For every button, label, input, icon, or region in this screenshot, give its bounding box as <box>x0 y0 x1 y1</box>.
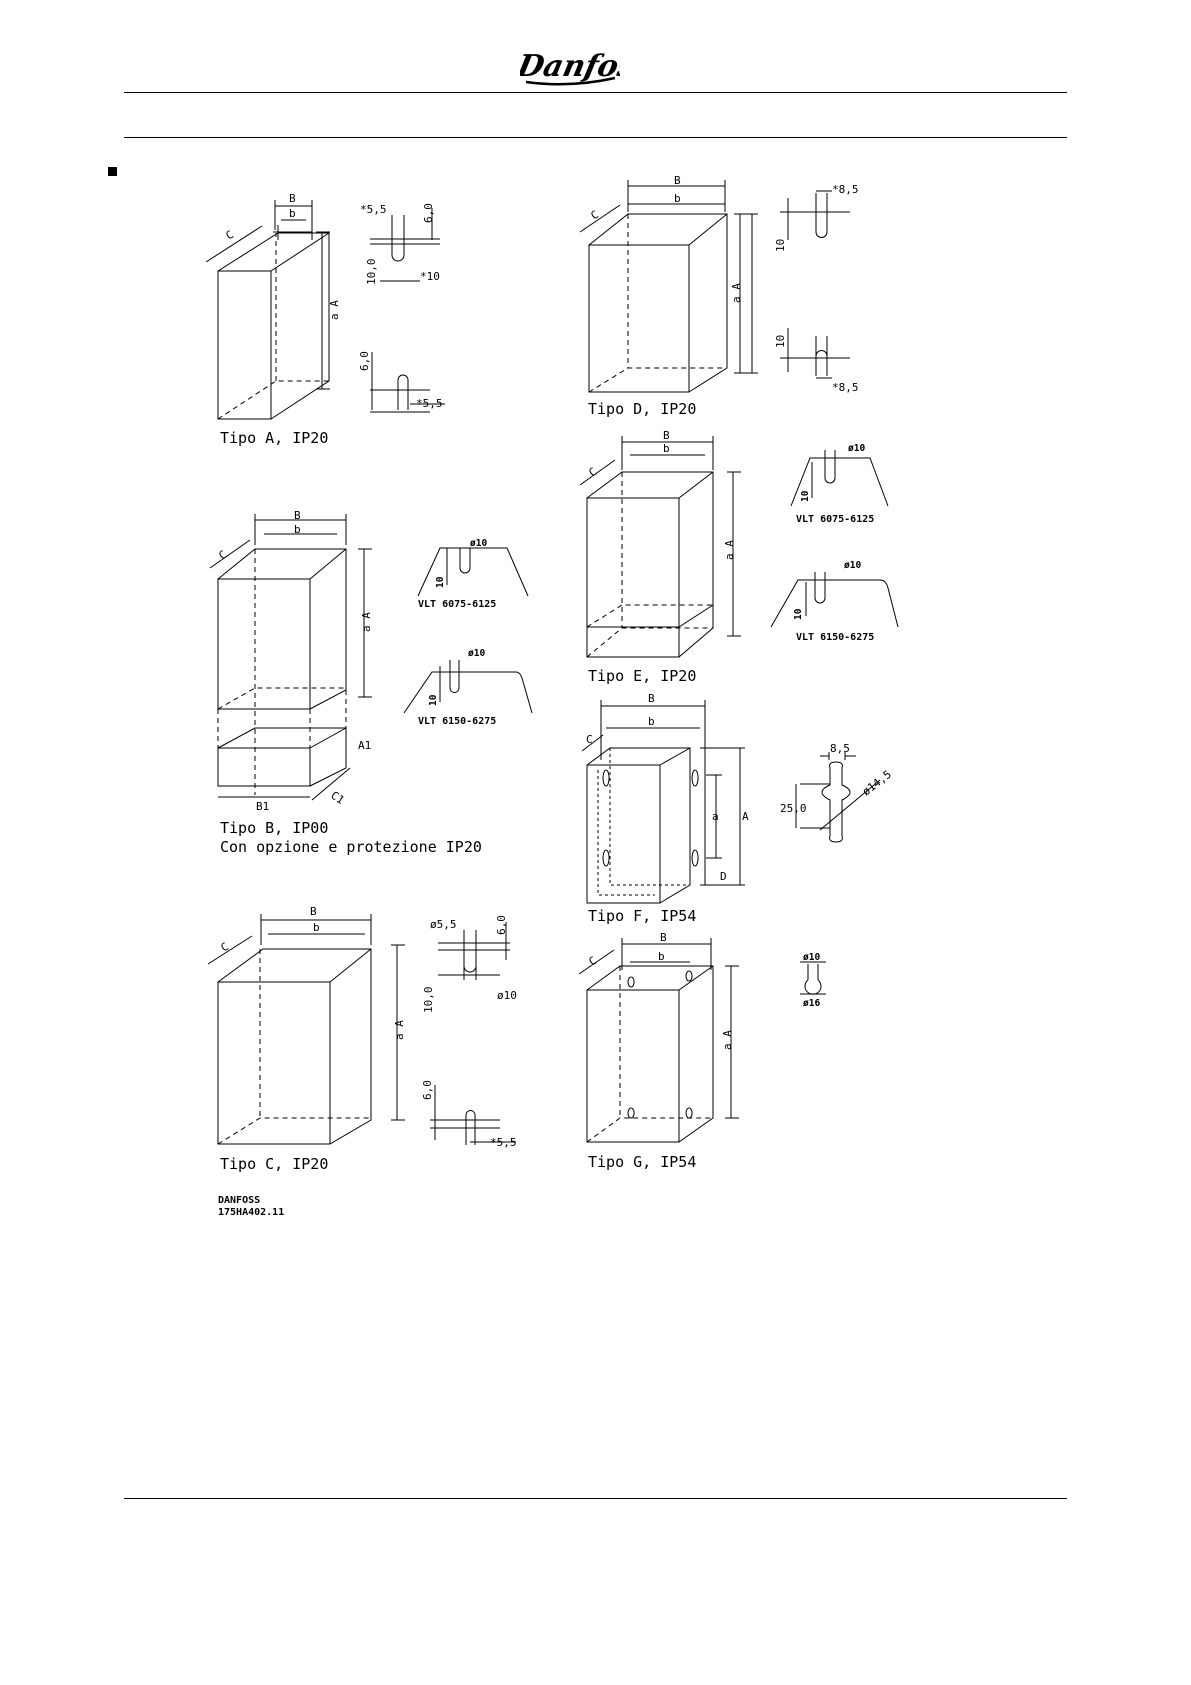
dim-b: b <box>313 921 320 934</box>
dim-a: a <box>712 810 719 823</box>
dim-a6: *5,5 <box>416 397 443 410</box>
dim-a2: 6,0 <box>422 203 435 223</box>
logo-text: Danfoss <box>520 49 620 84</box>
dim-B: B <box>663 429 670 442</box>
detail2-dia: ø10 <box>468 648 485 659</box>
detail1-dia: ø10 <box>470 538 487 549</box>
caption-tipo-b-2: Con opzione e protezione IP20 <box>220 838 482 856</box>
dim-c4: ø10 <box>497 989 517 1002</box>
detail2-label: VLT 6150-6275 <box>796 632 874 643</box>
danfoss-logo: Danfoss <box>520 49 620 86</box>
detail1-h: 10 <box>800 490 811 502</box>
dim-b: b <box>648 715 655 728</box>
detail1-label: VLT 6075-6125 <box>418 599 496 610</box>
caption-tipo-a: Tipo A, IP20 <box>220 429 328 447</box>
dim-B: B <box>310 905 317 918</box>
dim-b: b <box>658 950 665 963</box>
dim-aA: a A <box>721 1030 734 1050</box>
dim-b: b <box>674 192 681 205</box>
header-rule-bottom <box>124 137 1067 138</box>
dim-aA: a A <box>328 300 341 320</box>
detail2-h: 10 <box>793 608 804 620</box>
caption-tipo-d: Tipo D, IP20 <box>588 400 696 418</box>
dim-a5: 6,0 <box>358 351 371 371</box>
drawing-tipo-e: B b C a A ø10 10 VLT 6075-6125 ø10 10 VL… <box>579 429 899 685</box>
reference-line-1: DANFOSS <box>218 1195 260 1206</box>
dim-aA: a A <box>723 540 736 560</box>
dim-B: B <box>648 692 655 705</box>
caption-tipo-c: Tipo C, IP20 <box>220 1155 328 1173</box>
detail1-h: 10 <box>435 576 446 588</box>
dim-aA: a A <box>360 612 373 632</box>
drawing-tipo-a: B b C a A *5,5 6,0 10,0 *10 6,0 *5,5 Tip… <box>205 192 445 447</box>
dim-g2: ø16 <box>803 998 820 1009</box>
reference-line-2: 175HA402.11 <box>218 1207 284 1218</box>
dim-c6: *5,5 <box>490 1136 517 1149</box>
dim-f1: 8,5 <box>830 742 850 755</box>
drawing-tipo-g: B b C a A ø10 ø16 Tipo G, IP54 <box>578 931 826 1171</box>
caption-tipo-f: Tipo F, IP54 <box>588 907 696 925</box>
dim-B: B <box>660 931 667 944</box>
dim-A1: A1 <box>358 739 371 752</box>
caption-tipo-b: Tipo B, IP00 <box>220 819 328 837</box>
drawing-tipo-c: B b C a A ø5,5 6,0 10,0 ø10 6,0 *5,5 Tip… <box>207 905 517 1173</box>
header-rule-top <box>124 92 1067 93</box>
dim-c1: ø5,5 <box>430 918 457 931</box>
caption-tipo-e: Tipo E, IP20 <box>588 667 696 685</box>
dim-B: B <box>294 509 301 522</box>
dim-D: D <box>720 870 727 883</box>
dim-aA: a A <box>730 283 743 303</box>
dim-C: C <box>218 940 231 954</box>
dim-C: C <box>216 548 229 562</box>
dim-B: B <box>289 192 296 205</box>
caption-tipo-g: Tipo G, IP54 <box>588 1153 696 1171</box>
dim-d4: *8,5 <box>832 381 859 394</box>
dim-a3: 10,0 <box>365 259 378 286</box>
dim-b: b <box>663 442 670 455</box>
dim-c5: 6,0 <box>421 1080 434 1100</box>
drawing-tipo-f: B b C a A D 8,5 25,0 ø14,5 Tipo F, IP54 <box>581 692 894 925</box>
dim-d2: 10 <box>774 239 787 252</box>
dim-aA: a A <box>393 1020 406 1040</box>
drawing-tipo-b: B b C a A A1 B1 C1 ø10 10 VLT 6075-6125 … <box>209 509 533 856</box>
dim-c3: 10,0 <box>422 987 435 1014</box>
detail1-label: VLT 6075-6125 <box>796 514 874 525</box>
detail2-dia: ø10 <box>844 560 861 571</box>
section-bullet <box>108 167 117 176</box>
dim-B1: B1 <box>256 800 269 813</box>
drawing-tipo-d: B b C a A *8,5 10 10 *8,5 Tipo D, IP20 <box>579 174 859 418</box>
dim-C: C <box>586 733 593 746</box>
dim-A: A <box>742 810 749 823</box>
dim-a1: *5,5 <box>360 203 387 216</box>
dim-d3: 10 <box>774 335 787 348</box>
dim-g1: ø10 <box>803 952 820 963</box>
dim-c2: 6,0 <box>495 915 508 935</box>
dim-d1: *8,5 <box>832 183 859 196</box>
dim-b: b <box>289 207 296 220</box>
dim-f3: ø14,5 <box>860 768 894 799</box>
dim-C1: C1 <box>328 789 346 807</box>
dim-f2: 25,0 <box>780 802 807 815</box>
dim-a4: *10 <box>420 270 440 283</box>
footer-rule <box>124 1498 1067 1499</box>
dim-C: C <box>588 208 601 222</box>
dim-b: b <box>294 523 301 536</box>
dim-B: B <box>674 174 681 187</box>
detail2-label: VLT 6150-6275 <box>418 716 496 727</box>
detail1-dia: ø10 <box>848 443 865 454</box>
detail2-h: 10 <box>428 694 439 706</box>
dim-C: C <box>223 228 236 242</box>
